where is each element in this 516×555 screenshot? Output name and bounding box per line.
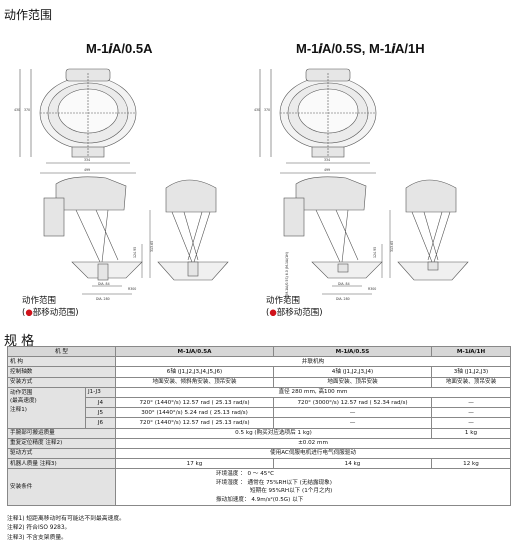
model-title-left: M-1𝒊A/0.5A <box>86 41 153 56</box>
dim-br-v1: 124.95 <box>373 247 377 258</box>
cell-j4-h: — <box>431 396 511 409</box>
header-model-h: M-1𝒊A/1H <box>431 345 511 358</box>
table-row: 机 构 并联机构 <box>7 356 511 368</box>
cell-j1j3: 直径 280 mm, 高100 mm <box>115 386 511 398</box>
range-legend-open: ( <box>22 308 26 318</box>
cell-mass-h: 12 kg <box>431 458 511 470</box>
row-label-j5: J5 <box>85 407 116 419</box>
dim-tr-h2: 430 <box>254 108 260 112</box>
section-title-spec: 规 格 <box>4 334 35 349</box>
drawing-top-view-right: 370 430 334 499 <box>254 68 377 174</box>
range-legend-left: (●部移动范围) <box>22 306 79 318</box>
row-label-drive: 驱动方式 <box>7 447 116 460</box>
dim-tl-w2: 499 <box>84 168 90 172</box>
cell-install-a: 地面安装、倾斜角安装、顶吊安装 <box>115 376 274 388</box>
env-humidity: 环境湿度 ： 通常在 75%RH以下 (无结露现象) <box>216 479 332 486</box>
range-label-left: 动作范围 <box>22 296 57 306</box>
cell-j6-s: — <box>273 417 432 429</box>
cell-repeat: ±0.02 mm <box>115 437 511 449</box>
cell-install-s: 地面安装、顶吊安装 <box>273 376 432 388</box>
cell-env: 环境温度 ： 0 ～ 45°C 环境湿度 ： 通常在 75%RH以下 (无结露现… <box>115 468 511 507</box>
row-label-j6: J6 <box>85 417 116 429</box>
drawing-side-view-left: 124.95 313.65 DIA. 84 DIA. 280 R300 <box>43 176 229 301</box>
model-title-right: M-1𝒊A/0.5S, M-1𝒊A/1H <box>296 41 425 56</box>
cell-j6-a: 720° (1440°/s) 12.57 rad ( 25.13 rad/s) <box>115 417 274 429</box>
table-row: 重复定位精度 注释2) ±0.02 mm <box>7 437 511 449</box>
dim-br-left: 5.5 (M-1iA/0.5S) 6.0 (M-1iA/1H) <box>285 252 289 302</box>
header-model-s: M-1𝒊A/0.5S <box>273 345 432 358</box>
table-row: 机器人质量 注释3) 17 kg 14 kg 12 kg <box>7 458 511 470</box>
row-label-payload: 手腕部可搬运质量 <box>7 427 116 439</box>
row-label-repeat: 重复定位精度 注释2) <box>7 437 116 449</box>
footnote-3: 注释3) 不含支架质量。 <box>7 534 67 541</box>
row-label-install: 安装方式 <box>7 376 116 388</box>
cell-j4-a: 720° (1440°/s) 12.57 rad ( 25.13 rad/s) <box>115 396 274 409</box>
cell-payload-as: 0.5 kg (购买对应选项后 1 kg) <box>115 427 432 439</box>
table-row: 控制轴数 6轴 (J1,J2,J3,J4,J5,J6) 4轴 (J1,J2,J3… <box>7 366 511 378</box>
spec-table: 机 型 M-1𝒊A/0.5A M-1𝒊A/0.5S M-1𝒊A/1H 机 构 并… <box>7 345 511 507</box>
row-label-range: 动作范围 (最高速度) 注释1) <box>7 386 86 429</box>
row-label-mass: 机器人质量 注释3) <box>7 458 116 470</box>
dim-tr-w2: 499 <box>324 168 330 172</box>
cell-mechanism: 并联机构 <box>115 356 511 368</box>
range-legend-open: ( <box>266 308 270 318</box>
env-temp: 环境温度 ： 0 ～ 45°C <box>216 471 275 478</box>
cell-j5-h: — <box>431 407 511 419</box>
dim-bl-r: R300 <box>128 287 136 291</box>
dim-bl-v2: 313.65 <box>150 241 154 252</box>
dim-bl-v1: 124.95 <box>133 247 137 258</box>
section-title-range: 动作范围 <box>4 8 53 22</box>
table-row: 安装条件 环境温度 ： 0 ～ 45°C 环境湿度 ： 通常在 75%RH以下 … <box>7 468 511 507</box>
dim-tl-h2: 430 <box>14 108 20 112</box>
table-row: 动作范围 (最高速度) 注释1) J1-J3 直径 280 mm, 高100 m… <box>7 386 511 429</box>
row-label-axes: 控制轴数 <box>7 366 116 378</box>
range-legend-right: (●部移动范围) <box>266 306 323 318</box>
dim-bl-dia2: DIA. 280 <box>96 297 110 301</box>
red-dot-icon: ● <box>25 308 33 318</box>
footnotes: 注释1) 短距离移动时有可能达不到最高速度。 注释2) 符合ISO 9283。 … <box>7 515 125 543</box>
range-legend-text: 部移动范围) <box>32 308 79 318</box>
dim-bl-dia1: DIA. 84 <box>98 282 110 286</box>
cell-j5-a: 300° (1440°/s) 5.24 rad ( 25.13 rad/s) <box>115 407 274 419</box>
row-label-j4: J4 <box>85 396 116 409</box>
drawing-side-view-right: 124.95 313.65 5.5 (M-1iA/0.5S) 6.0 (M-1i… <box>283 176 469 302</box>
dim-tl-w1: 334 <box>84 158 90 162</box>
dim-tr-w1: 334 <box>324 158 330 162</box>
header-model: 机 型 <box>7 345 116 358</box>
cell-drive: 使用AC伺服电机进行电气伺服驱动 <box>115 447 511 460</box>
row-label-env: 安装条件 <box>7 468 116 507</box>
red-dot-icon: ● <box>269 308 277 318</box>
dim-br-dia1: DIA. 84 <box>338 282 350 286</box>
drawing-top-view-left: 370 430 334 499 <box>14 68 137 174</box>
table-row: 驱动方式 使用AC伺服电机进行电气伺服驱动 <box>7 447 511 460</box>
cell-axes-s: 4轴 (J1,J2,J3,J4) <box>273 366 432 378</box>
table-row: 安装方式 地面安装、倾斜角安装、顶吊安装 地面安装、顶吊安装 地面安装、顶吊安装 <box>7 376 511 388</box>
cell-j5-s: — <box>273 407 432 419</box>
row-label-j1j3: J1-J3 <box>85 386 116 398</box>
header-model-a: M-1𝒊A/0.5A <box>115 345 274 358</box>
cell-mass-a: 17 kg <box>115 458 274 470</box>
cell-j4-s: 720° (3000°/s) 12.57 rad ( 52.34 rad/s) <box>273 396 432 409</box>
cell-axes-a: 6轴 (J1,J2,J3,J4,J5,J6) <box>115 366 274 378</box>
dim-br-dia2: DIA. 280 <box>336 297 350 301</box>
cell-axes-h: 3轴 (J1,J2,J3) <box>431 366 511 378</box>
cell-payload-h: 1 kg <box>431 427 511 439</box>
range-label-right: 动作范围 <box>266 296 301 306</box>
dim-tr-h1: 370 <box>264 108 270 112</box>
env-humidity-short: 短期在 95%RH以下 (1个月之内) <box>250 488 333 495</box>
cell-mass-s: 14 kg <box>273 458 432 470</box>
dim-br-v2: 313.65 <box>390 241 394 252</box>
footnote-1: 注释1) 短距离移动时有可能达不到最高速度。 <box>7 516 125 522</box>
cell-j6-h: — <box>431 417 511 429</box>
footnote-2: 注释2) 符合ISO 9283。 <box>7 525 71 532</box>
dim-br-r: R300 <box>368 287 376 291</box>
table-row: 机 型 M-1𝒊A/0.5A M-1𝒊A/0.5S M-1𝒊A/1H <box>7 345 511 358</box>
range-legend-text: 部移动范围) <box>276 308 323 318</box>
env-vibration: 振动加速度： 4.9m/s²(0.5G) 以下 <box>216 496 304 503</box>
cell-install-h: 地面安装、顶吊安装 <box>431 376 511 388</box>
table-row: 手腕部可搬运质量 0.5 kg (购买对应选项后 1 kg) 1 kg <box>7 427 511 439</box>
dim-tl-h1: 370 <box>24 108 30 112</box>
row-label-mechanism: 机 构 <box>7 356 116 368</box>
